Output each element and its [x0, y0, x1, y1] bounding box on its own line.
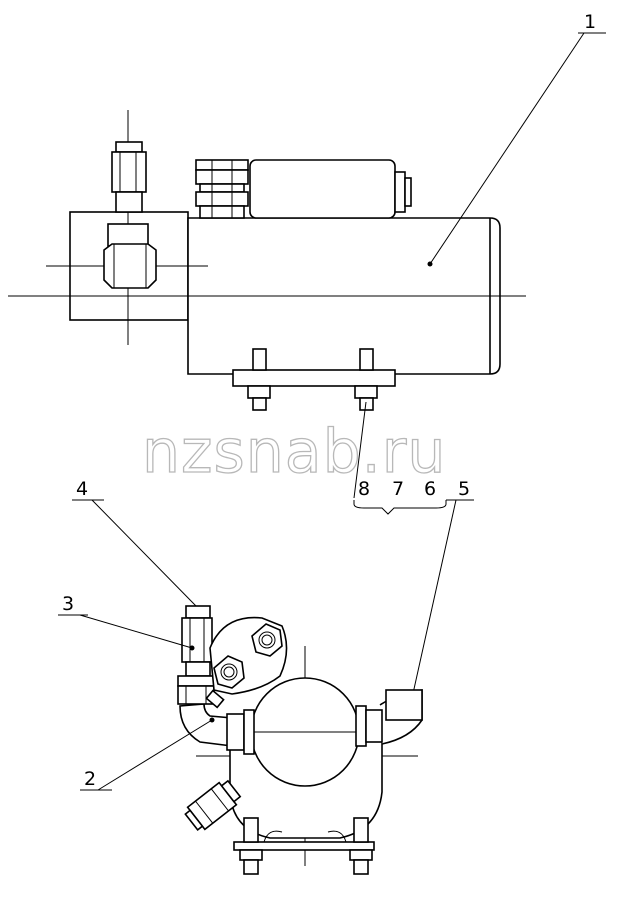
nut-stack — [195, 159, 249, 219]
solenoid-cap — [394, 171, 406, 213]
callout-5: 5 — [458, 478, 470, 500]
hex-nut-upper — [251, 623, 283, 657]
bottom-bracket — [233, 817, 375, 875]
callout-3: 3 — [62, 593, 74, 615]
elbow-pipe — [179, 703, 233, 747]
callout-8: 8 — [358, 478, 370, 500]
solenoid-housing — [249, 159, 396, 219]
watermark: nzsnab.ru — [142, 417, 446, 487]
callout-group-5-8: 8 7 6 5 — [353, 401, 474, 719]
callout-4: 4 — [76, 478, 88, 500]
left-fitting — [177, 605, 215, 705]
top-view: 1 — [8, 11, 606, 411]
side-hex-fitting — [46, 223, 208, 289]
hex-nut-lower — [213, 655, 245, 689]
right-block — [385, 689, 423, 721]
angled-fitting — [184, 779, 242, 832]
bottom-view: 4 3 2 — [58, 478, 423, 875]
callout-2: 2 — [84, 768, 96, 790]
mounting-plate — [232, 348, 396, 411]
callout-7: 7 — [392, 478, 404, 500]
callout-1: 1 — [584, 11, 596, 33]
callout-6: 6 — [424, 478, 436, 500]
